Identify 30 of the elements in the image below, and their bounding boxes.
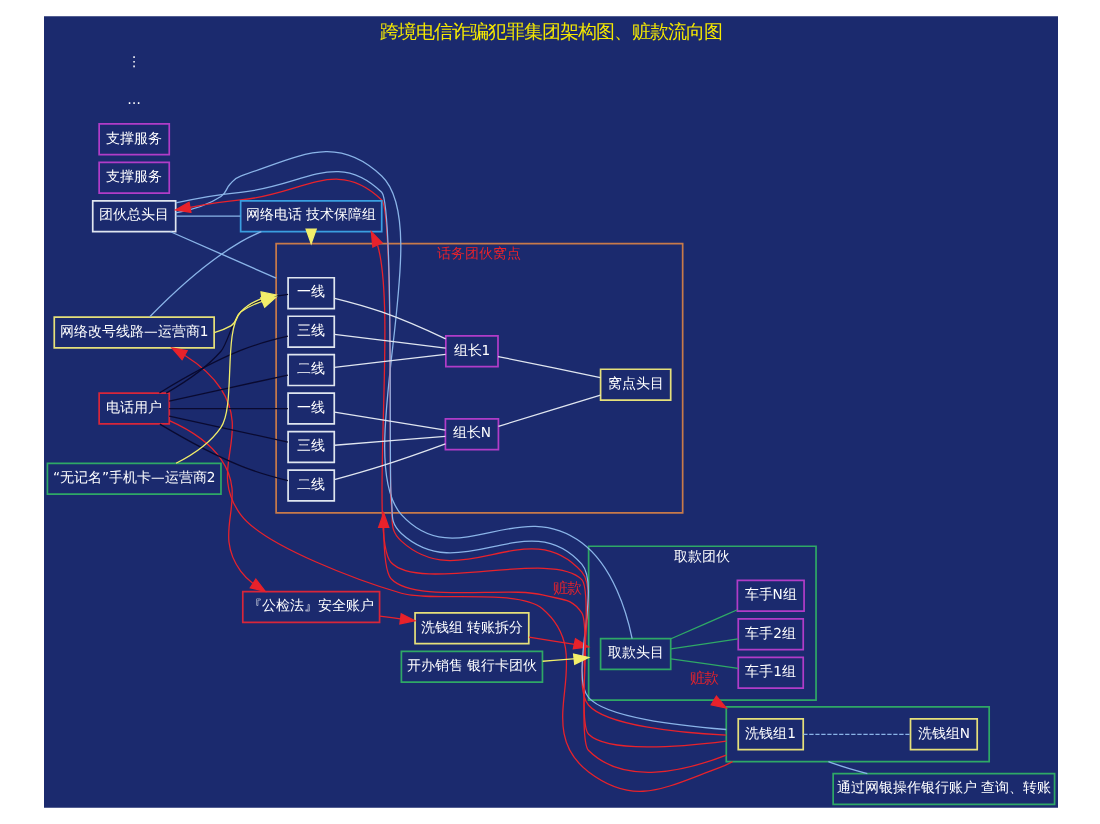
arrow bbox=[167, 419, 266, 593]
arrow bbox=[212, 296, 277, 334]
connector bbox=[167, 415, 288, 443]
connector bbox=[496, 355, 600, 379]
connector bbox=[158, 423, 288, 482]
diagram-title: 跨境电信诈骗犯罪集团架构图、赃款流向图 bbox=[379, 22, 721, 45]
arrow bbox=[378, 612, 416, 625]
connector bbox=[332, 411, 445, 431]
connector bbox=[669, 638, 738, 650]
connector bbox=[167, 407, 288, 410]
connector bbox=[496, 394, 601, 427]
connector bbox=[669, 658, 738, 669]
connector bbox=[167, 374, 288, 402]
connector bbox=[174, 215, 240, 217]
connector bbox=[332, 435, 445, 446]
arrow bbox=[169, 347, 733, 792]
connector bbox=[332, 443, 446, 481]
connector bbox=[801, 733, 911, 735]
connector bbox=[332, 297, 446, 340]
connector bbox=[148, 231, 261, 318]
connector bbox=[157, 335, 288, 394]
connector bbox=[168, 231, 276, 279]
connector bbox=[826, 761, 867, 775]
arrow bbox=[541, 653, 590, 666]
connector bbox=[669, 609, 737, 640]
connector bbox=[332, 333, 446, 349]
arrow bbox=[369, 229, 726, 748]
cluster bbox=[724, 706, 990, 763]
connector bbox=[332, 353, 446, 369]
connector bbox=[174, 151, 632, 640]
